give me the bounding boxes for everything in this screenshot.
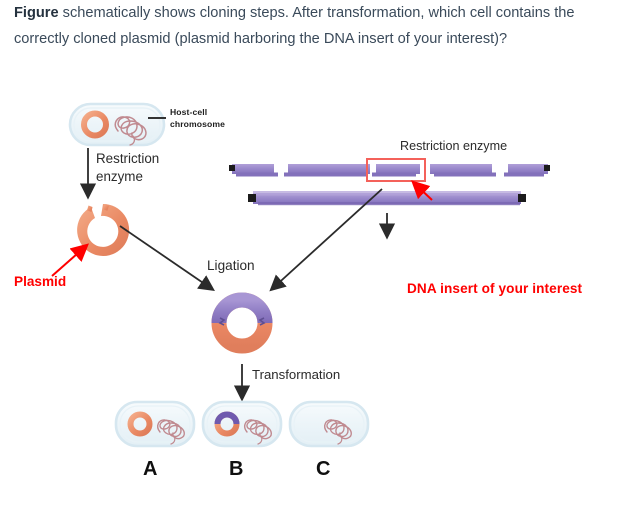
label-dna-insert: DNA insert of your interest [407,281,583,296]
arrow-dna-insert-label [411,180,433,201]
dna-chromosome-bar [248,191,526,206]
host-cell-top [68,102,166,147]
arrow-ligation-from-plasmid [119,225,215,292]
cell-b-insert-segment [214,411,240,425]
label-restriction-enzyme-left-line1: Restriction [96,151,160,166]
arrow-plasmid-label [51,243,89,277]
label-plasmid: Plasmid [14,274,67,289]
result-cell-a [114,400,196,448]
label-host-cell-line1: Host-cell [170,107,208,117]
dna-fragment-5 [504,164,550,177]
insert-highlight-box [366,158,426,182]
label-restriction-enzyme-right: Restriction enzyme [400,139,508,153]
ligated-plasmid [211,292,273,354]
question-lead: Figure [14,5,59,21]
result-cell-c [288,400,370,448]
label-transformation: Transformation [252,367,341,382]
cut-plasmid [77,203,130,256]
label-cell-a: A [143,458,158,480]
dna-fragment-2 [284,164,370,177]
label-host-cell-line2: chromosome [170,118,225,129]
dna-fragment-4 [430,164,496,177]
dna-fragment-1 [229,164,278,177]
result-cell-b [201,400,283,448]
question-text: Figure schematically shows cloning steps… [14,0,629,52]
figure-graphic [51,102,550,448]
label-ligation: Ligation [207,258,255,273]
question-body: schematically shows cloning steps. After… [14,5,575,47]
cell-a-plasmid [127,411,153,437]
dna-fragments-row [229,158,550,182]
arrow-ligation-from-insert [269,188,383,292]
label-restriction-enzyme-left-line2: enzyme [96,169,143,184]
dna-fragment-3-insert [372,164,420,177]
ligated-plasmid-insert-segment [211,292,273,324]
label-cell-b: B [229,458,244,480]
label-cell-c: C [316,458,331,480]
label-restriction-enzyme-left: Restriction enzyme [96,150,159,186]
